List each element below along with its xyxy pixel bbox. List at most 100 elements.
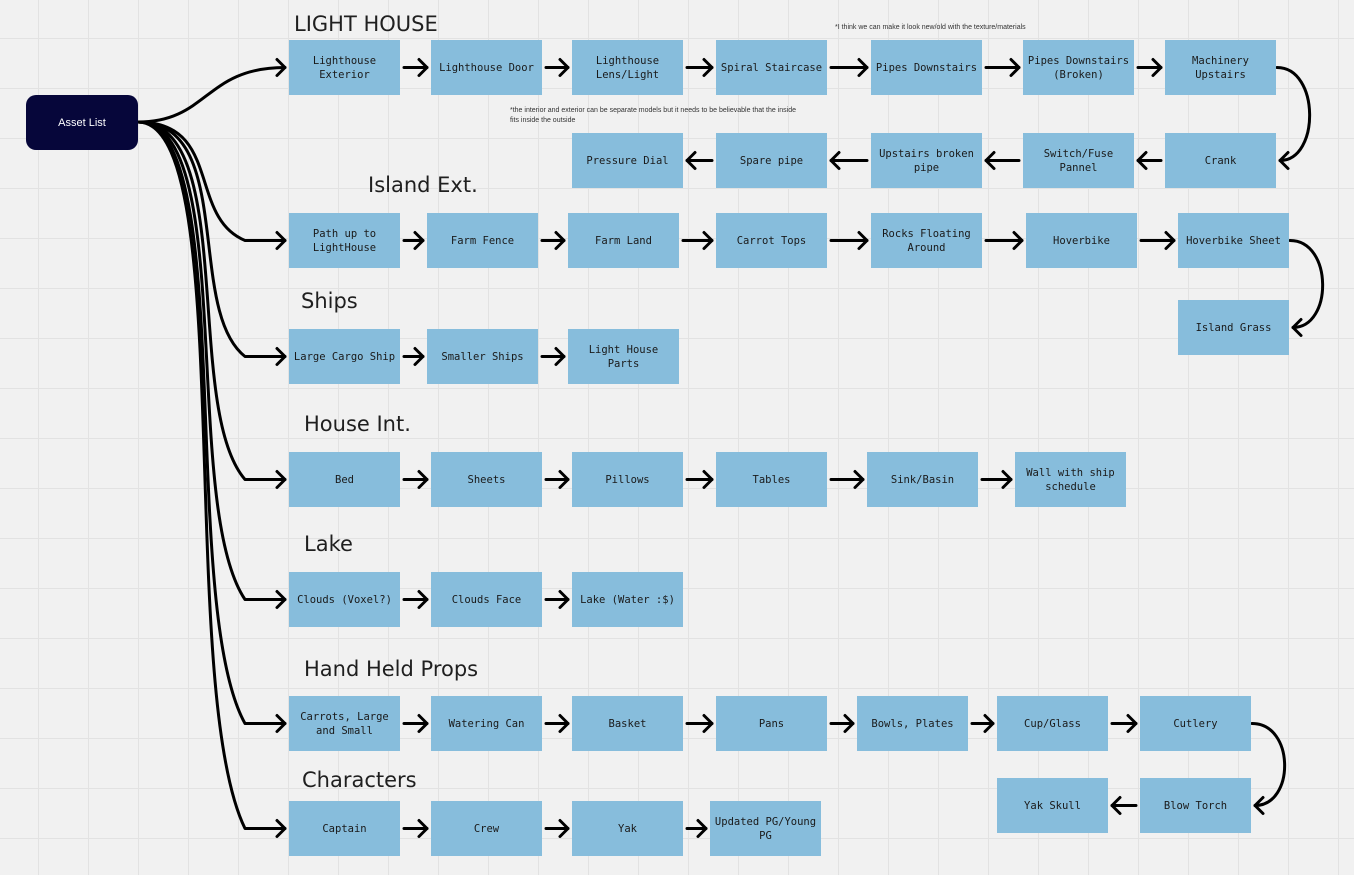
node-lake-water[interactable]: Lake (Water :$): [572, 572, 683, 627]
branch-connector: [136, 120, 287, 358]
branch-connector: [136, 120, 287, 830]
arrowhead: [1164, 231, 1176, 250]
node-switch-fuse-pannel[interactable]: Switch/Fuse Pannel: [1023, 133, 1134, 188]
node-hoverbike-sheet[interactable]: Hoverbike Sheet: [1178, 213, 1289, 268]
arrowhead: [275, 714, 287, 733]
node-captain[interactable]: Captain: [289, 801, 400, 856]
arrowhead: [1012, 231, 1024, 250]
arrowhead: [1291, 318, 1303, 337]
node-crank[interactable]: Crank: [1165, 133, 1276, 188]
arrowhead: [857, 231, 869, 250]
arrowhead: [1253, 796, 1265, 815]
arrowhead: [275, 819, 287, 838]
node-carrot-tops[interactable]: Carrot Tops: [716, 213, 827, 268]
node-cup-glass[interactable]: Cup/Glass: [997, 696, 1108, 751]
node-yak[interactable]: Yak: [572, 801, 683, 856]
node-farm-fence[interactable]: Farm Fence: [427, 213, 538, 268]
arrowhead: [417, 714, 429, 733]
arrowhead: [554, 231, 566, 250]
arrowhead: [275, 347, 287, 366]
node-updated-pg-young-pg[interactable]: Updated PG/Young PG: [710, 801, 821, 856]
branch-connector: [136, 120, 287, 725]
arrowhead: [417, 470, 429, 489]
arrowhead: [984, 151, 996, 170]
arrowhead: [275, 470, 287, 489]
arrowhead: [275, 231, 287, 250]
branch-connector: [136, 120, 287, 601]
node-farm-land[interactable]: Farm Land: [568, 213, 679, 268]
wrap-connector: [1288, 239, 1325, 329]
node-light-house-parts[interactable]: Light House Parts: [568, 329, 679, 384]
arrowhead: [417, 819, 429, 838]
arrowhead: [983, 714, 995, 733]
node-hoverbike[interactable]: Hoverbike: [1026, 213, 1137, 268]
wrap-connector: [1250, 722, 1287, 807]
node-spiral-staircase[interactable]: Spiral Staircase: [716, 40, 827, 95]
arrowhead: [702, 231, 714, 250]
node-clouds-voxel[interactable]: Clouds (Voxel?): [289, 572, 400, 627]
arrowhead: [857, 58, 869, 77]
node-lighthouse-door[interactable]: Lighthouse Door: [431, 40, 542, 95]
node-pressure-dial[interactable]: Pressure Dial: [572, 133, 683, 188]
arrowhead: [558, 590, 570, 609]
arrowhead: [558, 714, 570, 733]
note-interior-exterior: *the interior and exterior can be separa…: [510, 107, 797, 124]
arrowhead: [1009, 58, 1021, 77]
heading-ships: Ships: [301, 289, 358, 313]
arrowhead: [275, 590, 287, 609]
heading-island-ext: Island Ext.: [368, 173, 478, 197]
arrowhead: [558, 58, 570, 77]
node-tables[interactable]: Tables: [716, 452, 827, 507]
node-sheets[interactable]: Sheets: [431, 452, 542, 507]
arrowhead: [1110, 796, 1122, 815]
arrowhead: [702, 58, 714, 77]
node-pans[interactable]: Pans: [716, 696, 827, 751]
node-pipes-downstairs-broken[interactable]: Pipes Downstairs (Broken): [1023, 40, 1134, 95]
node-watering-can[interactable]: Watering Can: [431, 696, 542, 751]
node-yak-skull[interactable]: Yak Skull: [997, 778, 1108, 833]
asset-list-root-node[interactable]: Asset List: [26, 95, 138, 150]
node-clouds-face[interactable]: Clouds Face: [431, 572, 542, 627]
arrowhead: [413, 347, 425, 366]
node-spare-pipe[interactable]: Spare pipe: [716, 133, 827, 188]
node-crew[interactable]: Crew: [431, 801, 542, 856]
node-cutlery[interactable]: Cutlery: [1140, 696, 1251, 751]
arrowhead: [702, 470, 714, 489]
node-bed[interactable]: Bed: [289, 452, 400, 507]
branch-connector: [136, 66, 287, 124]
branch-connector: [136, 120, 287, 242]
arrowhead: [829, 151, 841, 170]
arrowhead: [1151, 58, 1163, 77]
node-blow-torch[interactable]: Blow Torch: [1140, 778, 1251, 833]
arrowhead: [413, 231, 425, 250]
node-smaller-ships[interactable]: Smaller Ships: [427, 329, 538, 384]
arrowhead: [843, 714, 855, 733]
arrowhead: [417, 58, 429, 77]
node-lighthouse-lens-light[interactable]: Lighthouse Lens/Light: [572, 40, 683, 95]
node-lighthouse-exterior[interactable]: Lighthouse Exterior: [289, 40, 400, 95]
note-texture: *I think we can make it look new/old wit…: [835, 24, 1026, 31]
branch-connector: [136, 120, 287, 481]
heading-characters: Characters: [302, 768, 417, 792]
node-upstairs-broken-pipe[interactable]: Upstairs broken pipe: [871, 133, 982, 188]
node-carrots-large-and-small[interactable]: Carrots, Large and Small: [289, 696, 400, 751]
arrowhead: [275, 58, 287, 77]
arrowhead: [696, 819, 708, 838]
arrowhead: [1001, 470, 1013, 489]
arrowhead: [417, 590, 429, 609]
node-basket[interactable]: Basket: [572, 696, 683, 751]
node-machinery-upstairs[interactable]: Machinery Upstairs: [1165, 40, 1276, 95]
node-path-up-to-lighthouse[interactable]: Path up to LightHouse: [289, 213, 400, 268]
node-pillows[interactable]: Pillows: [572, 452, 683, 507]
arrowhead: [558, 470, 570, 489]
node-large-cargo-ship[interactable]: Large Cargo Ship: [289, 329, 400, 384]
heading-lighthouse: LIGHT HOUSE: [294, 12, 438, 36]
node-rocks-floating-around[interactable]: Rocks Floating Around: [871, 213, 982, 268]
node-island-grass[interactable]: Island Grass: [1178, 300, 1289, 355]
node-bowls-plates[interactable]: Bowls, Plates: [857, 696, 968, 751]
node-pipes-downstairs[interactable]: Pipes Downstairs: [871, 40, 982, 95]
arrowhead: [853, 470, 865, 489]
node-wall-with-ship-schedule[interactable]: Wall with ship schedule: [1015, 452, 1126, 507]
node-sink-basin[interactable]: Sink/Basin: [867, 452, 978, 507]
